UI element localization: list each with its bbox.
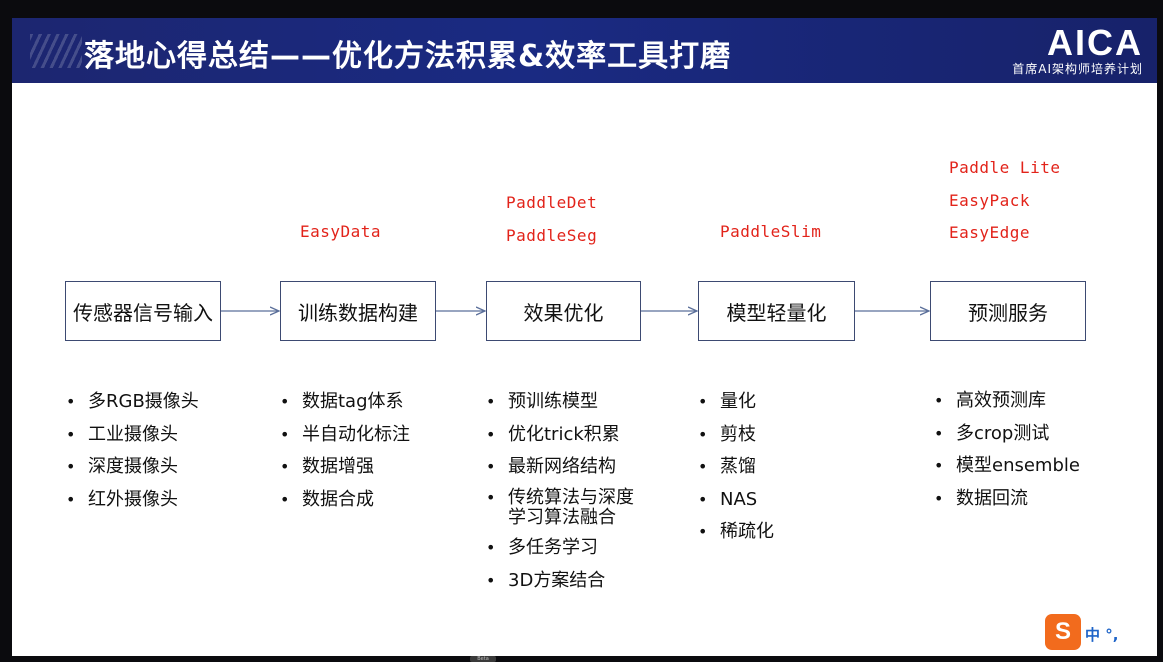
list-item: 蒸馏 [698,455,774,479]
stage-items-effect-optimization: 预训练模型 优化trick积累 最新网络结构 传统算法与深度 学习算法融合 多任… [486,390,634,601]
stage-box-model-lightweight: 模型轻量化 [698,281,855,341]
list-item: 多crop测试 [934,422,1080,446]
list-item: 模型ensemble [934,454,1080,478]
list-item: 预训练模型 [486,390,634,414]
stage-box-sensor-input: 传感器信号输入 [65,281,221,341]
stage-items-training-data: 数据tag体系 半自动化标注 数据增强 数据合成 [280,390,410,520]
list-item: 深度摄像头 [66,455,199,479]
list-item: 稀疏化 [698,520,774,544]
tool-label-paddledet: PaddleDet [506,193,598,212]
list-item: 多任务学习 [486,536,634,560]
stage-box-training-data: 训练数据构建 [280,281,436,341]
sogou-ime-icon[interactable]: S [1045,614,1081,650]
ime-tray-status[interactable]: 中 °, [1085,626,1119,644]
slide-title: 落地心得总结——优化方法积累&效率工具打磨 [84,39,732,74]
beta-tag: Beta [470,656,496,662]
stage-items-model-lightweight: 量化 剪枝 蒸馏 NAS 稀疏化 [698,390,774,553]
watermark-text: CSDN @愚昧之山绝望之谷开悟之坡 [836,636,1111,656]
list-item: 数据tag体系 [280,390,410,414]
list-item: 高效预测库 [934,389,1080,413]
list-item: 量化 [698,390,774,414]
tool-label-easydata: EasyData [300,222,382,241]
brand-logo: AICA 首席AI架构师培养计划 [1012,22,1143,77]
list-item: NAS [698,488,774,512]
list-item: 红外摄像头 [66,488,199,512]
tool-label-easypack: EasyPack [949,191,1031,210]
tool-label-easyedge: EasyEdge [949,223,1031,242]
tool-label-paddle-lite: Paddle Lite [949,158,1061,177]
list-item: 剪枝 [698,423,774,447]
list-item: 数据回流 [934,487,1080,511]
title-banner: 落地心得总结——优化方法积累&效率工具打磨 AICA 首席AI架构师培养计划 [12,18,1157,83]
flow-arrows [221,18,1157,656]
banner-stripes-decoration [30,34,82,68]
list-item: 最新网络结构 [486,455,634,479]
tool-label-paddleslim: PaddleSlim [720,222,822,241]
list-item: 优化trick积累 [486,423,634,447]
stage-box-prediction-service: 预测服务 [930,281,1086,341]
stage-items-prediction-service: 高效预测库 多crop测试 模型ensemble 数据回流 [934,389,1080,519]
list-item: 工业摄像头 [66,423,199,447]
list-item: 半自动化标注 [280,423,410,447]
stage-box-effect-optimization: 效果优化 [486,281,641,341]
tool-label-paddleseg: PaddleSeg [506,226,598,245]
brand-logo-text: AICA [1047,22,1143,63]
slide: 落地心得总结——优化方法积累&效率工具打磨 AICA 首席AI架构师培养计划 E… [12,18,1157,656]
list-item: 多RGB摄像头 [66,390,199,414]
list-item: 3D方案结合 [486,569,634,593]
brand-subtitle: 首席AI架构师培养计划 [1012,62,1143,76]
list-item: 数据合成 [280,488,410,512]
list-item: 传统算法与深度 学习算法融合 [486,487,634,528]
stage-items-sensor-input: 多RGB摄像头 工业摄像头 深度摄像头 红外摄像头 [66,390,199,520]
list-item: 数据增强 [280,455,410,479]
